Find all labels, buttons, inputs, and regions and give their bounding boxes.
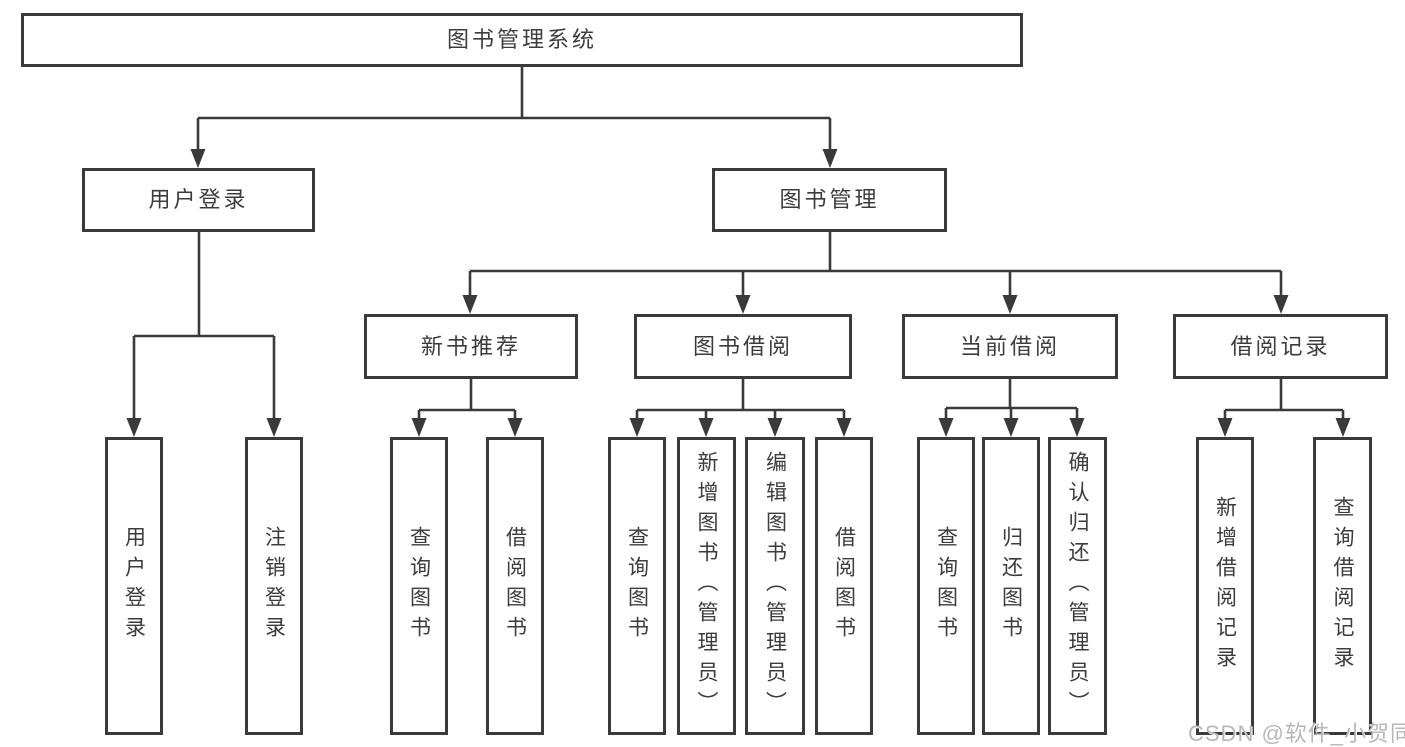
- leaf-query-book-recommend-label: 查询图书: [407, 526, 431, 646]
- leaf-logout: 注销登录: [245, 437, 303, 735]
- node-current-borrowing-label: 当前借阅: [959, 333, 1060, 359]
- node-borrowing-records-label: 借阅记录: [1230, 333, 1331, 359]
- leaf-query-book-recommend: 查询图书: [390, 437, 448, 735]
- leaf-query-book-borrow-label: 查询图书: [625, 526, 649, 646]
- leaf-borrow-book-label: 借阅图书: [832, 526, 856, 646]
- node-book-borrowing-label: 图书借阅: [692, 333, 793, 359]
- leaf-return-book: 归还图书: [982, 437, 1040, 735]
- leaf-edit-book-admin-label: 编辑图书（管理员）: [763, 451, 787, 721]
- leaf-add-borrow-record-label: 新增借阅记录: [1213, 496, 1237, 676]
- leaf-query-book-current: 查询图书: [917, 437, 975, 735]
- node-book-borrowing: 图书借阅: [634, 314, 852, 379]
- node-root-label: 图书管理系统: [446, 27, 597, 52]
- leaf-query-book-borrow: 查询图书: [608, 437, 666, 735]
- node-book-management-label: 图书管理: [779, 187, 880, 212]
- node-user-login-label: 用户登录: [148, 187, 249, 212]
- leaf-return-book-label: 归还图书: [999, 526, 1023, 646]
- leaf-user-login-label: 用户登录: [122, 526, 146, 646]
- node-new-book-recommend-label: 新书推荐: [420, 333, 521, 359]
- node-current-borrowing: 当前借阅: [902, 314, 1118, 379]
- leaf-query-book-current-label: 查询图书: [934, 526, 958, 646]
- node-book-management: 图书管理: [712, 168, 947, 232]
- node-new-book-recommend: 新书推荐: [364, 314, 578, 379]
- node-user-login: 用户登录: [82, 168, 315, 232]
- node-borrowing-records: 借阅记录: [1173, 314, 1388, 379]
- leaf-borrow-book: 借阅图书: [815, 437, 873, 735]
- leaf-add-book-admin-label: 新增图书（管理员）: [695, 451, 718, 721]
- leaf-query-borrow-record: 查询借阅记录: [1313, 437, 1372, 735]
- leaf-add-book-admin: 新增图书（管理员）: [677, 437, 736, 735]
- leaf-edit-book-admin: 编辑图书（管理员）: [745, 437, 805, 735]
- leaf-confirm-return-admin: 确认归还（管理员）: [1048, 437, 1107, 735]
- csdn-watermark: CSDN @软件_小贺同学: [1188, 721, 1405, 746]
- leaf-borrow-book-recommend-label: 借阅图书: [503, 526, 527, 646]
- leaf-confirm-return-admin-label: 确认归还（管理员）: [1066, 451, 1089, 721]
- node-root: 图书管理系统: [21, 13, 1023, 67]
- leaf-query-borrow-record-label: 查询借阅记录: [1331, 496, 1354, 676]
- leaf-user-login: 用户登录: [105, 437, 163, 735]
- leaf-add-borrow-record: 新增借阅记录: [1196, 437, 1254, 735]
- leaf-logout-label: 注销登录: [262, 526, 286, 646]
- leaf-borrow-book-recommend: 借阅图书: [486, 437, 544, 735]
